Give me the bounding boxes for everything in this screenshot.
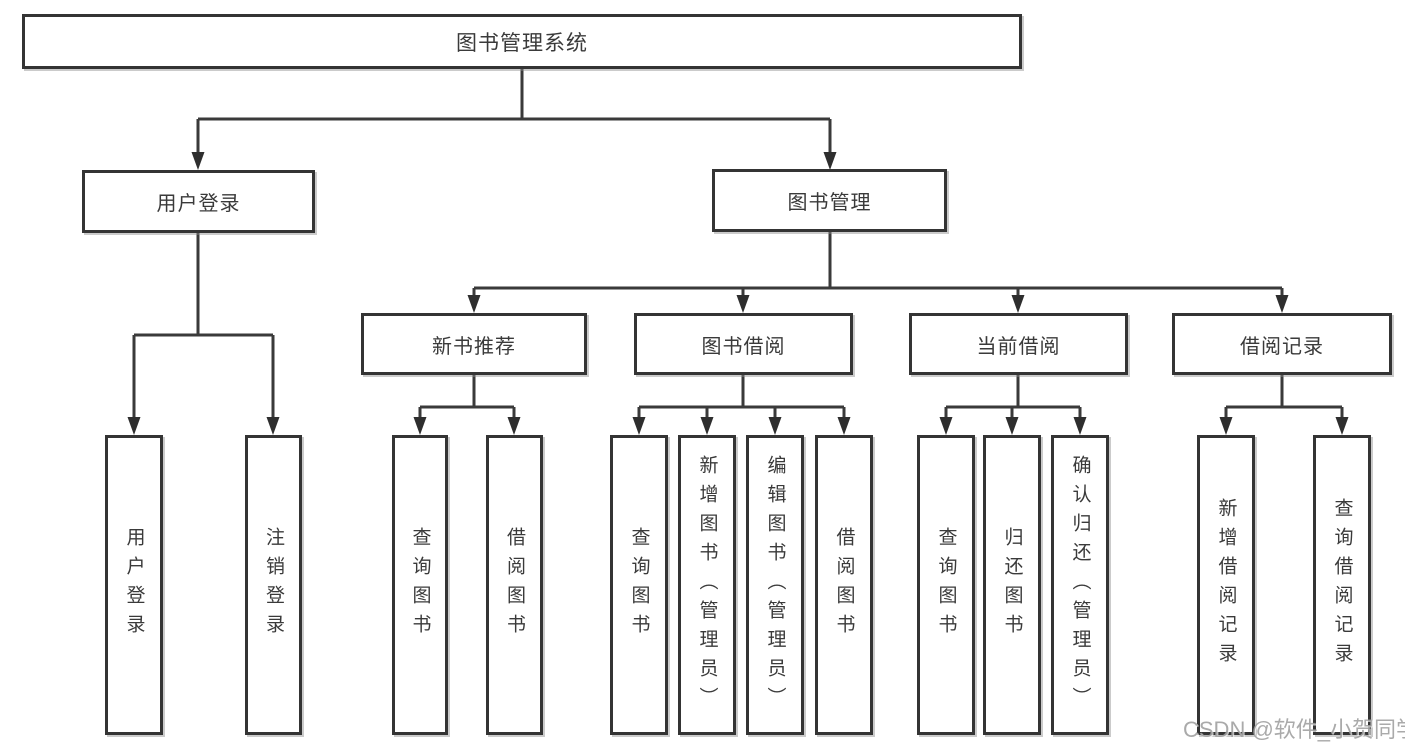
leaf-logout: 注销登录 (245, 435, 302, 735)
leaf-return-book: 归还图书 (983, 435, 1041, 735)
node-root-label: 图书管理系统 (456, 31, 588, 55)
node-book-management-label: 图书管理 (787, 192, 872, 214)
node-user-login: 用户登录 (82, 170, 315, 233)
leaf-query-books-borrowing: 查询图书 (610, 435, 668, 735)
leaf-add-book-admin: 新增图书（管理员） (678, 435, 736, 735)
leaf-query-books-recommend: 查询图书 (392, 435, 448, 735)
node-new-book-recommend-label: 新书推荐 (432, 335, 516, 358)
node-book-borrowing: 图书借阅 (634, 313, 853, 375)
arrow-heads (127, 152, 1349, 435)
leaf-user-login: 用户登录 (105, 435, 163, 735)
leaf-query-borrow-record: 查询借阅记录 (1313, 435, 1371, 735)
node-new-book-recommend: 新书推荐 (361, 313, 587, 375)
node-book-management: 图书管理 (712, 169, 947, 232)
node-borrowing-records-label: 借阅记录 (1240, 335, 1324, 358)
leaf-borrow-books: 借阅图书 (815, 435, 873, 735)
node-borrowing-records: 借阅记录 (1172, 313, 1392, 375)
node-root: 图书管理系统 (22, 14, 1022, 69)
node-current-borrowing: 当前借阅 (909, 313, 1128, 375)
node-current-borrowing-label: 当前借阅 (976, 335, 1061, 358)
watermark: CSDN @软件_小贺同学 (1183, 717, 1405, 742)
leaf-confirm-return-admin: 确认归还（管理员） (1051, 435, 1109, 735)
leaf-query-books-current: 查询图书 (917, 435, 975, 735)
node-user-login-label: 用户登录 (156, 193, 241, 215)
node-book-borrowing-label: 图书借阅 (701, 335, 786, 358)
leaf-add-borrow-record: 新增借阅记录 (1197, 435, 1255, 735)
leaf-borrow-books-recommend: 借阅图书 (486, 435, 543, 735)
leaf-edit-book-admin: 编辑图书（管理员） (746, 435, 804, 735)
